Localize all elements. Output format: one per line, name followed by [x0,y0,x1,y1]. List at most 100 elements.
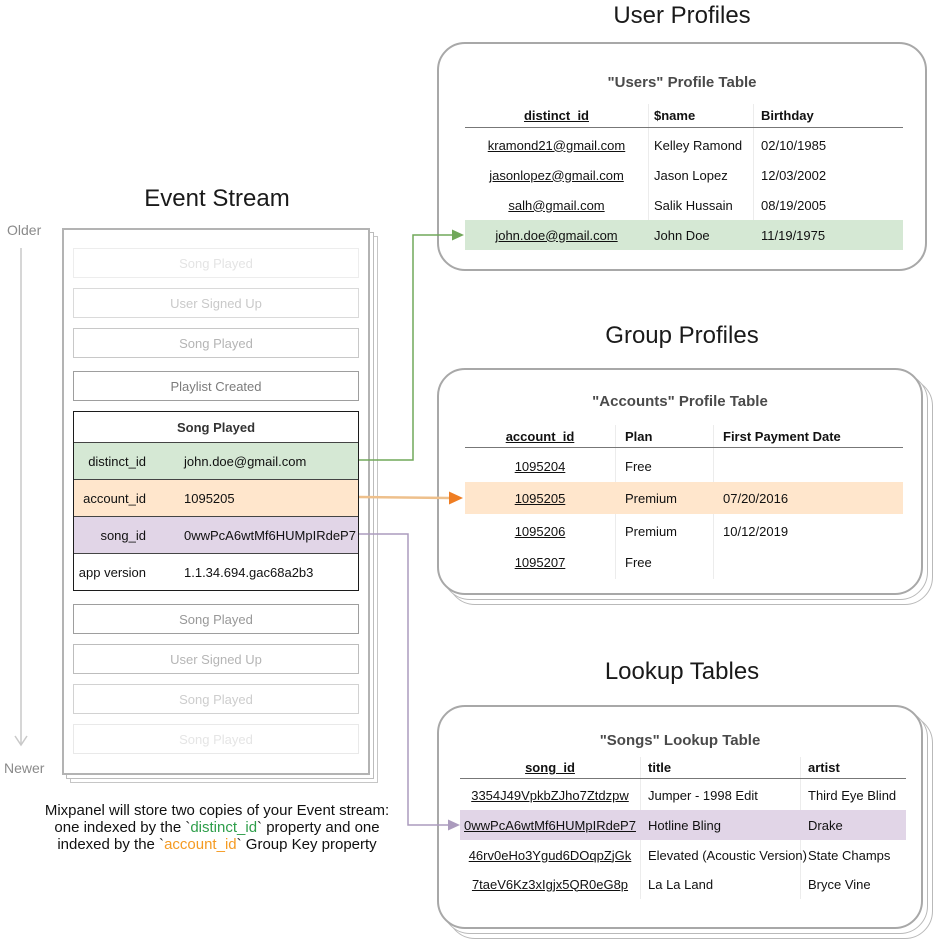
event-card-label: User Signed Up [170,295,262,311]
songs-table-header: song_id title artist [460,757,906,778]
cell-title: Hotline Bling [648,817,721,833]
cell-birthday: 12/03/2002 [761,167,827,183]
cell-distinct-id: john.doe@gmail.com [495,227,618,243]
table-row: 1095204 Free [465,450,903,482]
event-property-distinct-id: distinct_id john.doe@gmail.com [74,442,358,479]
cell-plan: Free [625,554,652,570]
event-card-label: Song Played [179,691,253,707]
cell-artist: Third Eye Blind [808,787,897,803]
event-card-song-played: Song Played [73,724,359,754]
cell-title: La La Land [648,876,714,892]
event-card-label: Song Played [179,611,253,627]
column-header-distinct-id: distinct_id [523,107,589,123]
event-card-playlist-created: Playlist Created [73,371,359,401]
column-divider [753,104,754,250]
caption-line-2: one indexed by the `distinct_id` propert… [14,819,420,836]
accounts-table: account_id Plan First Payment Date 10952… [465,425,903,579]
cell-song-id: 46rv0eHo3Ygud6DOqpZjGk [468,847,632,863]
cell-birthday: 11/19/1975 [761,227,826,243]
caption-line-1: Mixpanel will store two copies of your E… [44,802,390,819]
cell-account-id: 1095205 [514,490,566,506]
cell-name: John Doe [654,227,710,243]
event-card-label: Song Played [179,255,253,271]
caption-line-3: indexed by the `account_id` Group Key pr… [14,836,420,853]
event-card-user-signed-up: User Signed Up [73,644,359,674]
property-value: 1095205 [184,490,235,506]
property-key: song_id [100,527,146,543]
cell-artist: Drake [808,817,843,833]
accounts-table-title: "Accounts" Profile Table [592,393,768,410]
songs-table-title: "Songs" Lookup Table [599,732,761,749]
column-header-first-payment-date: First Payment Date [723,428,841,444]
cell-first-payment-date: 10/12/2019 [723,523,789,539]
event-card-label: User Signed Up [170,651,262,667]
table-row: 3354J49VpkbZJho7Ztdzpw Jumper - 1998 Edi… [460,780,906,810]
property-key: app version [78,564,146,580]
column-header-name: $name [654,107,696,123]
event-card-song-played: Song Played [73,604,359,634]
table-row-highlighted-purple: 0wwPcA6wtMf6HUMpIRdeP7 Hotline Bling Dra… [460,810,906,840]
songs-table: song_id title artist 3354J49VpkbZJho7Ztd… [460,757,906,899]
lookup-tables-title: Lookup Tables [604,658,760,685]
event-card-label: Playlist Created [170,378,262,394]
column-header-song-id: song_id [525,760,575,775]
column-header-artist: artist [808,760,840,775]
cell-artist: State Champs [808,847,891,863]
column-header-title: title [648,760,672,775]
cell-birthday: 08/19/2005 [761,197,827,213]
column-header-plan: Plan [625,428,653,444]
newer-label: Newer [4,760,45,776]
table-row: salh@gmail.com Salik Hussain 08/19/2005 [465,190,903,220]
cell-song-id: 0wwPcA6wtMf6HUMpIRdeP7 [464,817,636,833]
table-row: 1095207 Free [465,547,903,577]
users-table-header: distinct_id $name Birthday [465,104,903,126]
property-value: 0wwPcA6wtMf6HUMpIRdeP7 [184,527,356,543]
event-property-account-id: account_id 1095205 [74,479,358,516]
users-table: distinct_id $name Birthday kramond21@gma… [465,104,903,250]
cell-account-id: 1095206 [514,523,566,539]
user-profiles-title: User Profiles [613,2,751,29]
property-value: john.doe@gmail.com [184,453,307,469]
caption-distinct-id-keyword: distinct_id [190,819,258,836]
cell-plan: Free [625,458,652,474]
cell-title: Elevated (Acoustic Version) [648,847,807,863]
event-property-song-id: song_id 0wwPcA6wtMf6HUMpIRdeP7 [74,516,358,553]
table-rule [465,447,903,448]
table-row-highlighted-green: john.doe@gmail.com John Doe 11/19/1975 [465,220,903,250]
cell-birthday: 02/10/1985 [761,137,827,153]
cell-name: Salik Hussain [654,197,733,213]
accounts-profile-panel [437,368,923,595]
event-card-song-played: Song Played [73,684,359,714]
active-event-card: Song Played distinct_id john.doe@gmail.c… [73,411,359,591]
caption: Mixpanel will store two copies of your E… [14,802,420,853]
caption-account-id-keyword: account_id [164,836,237,853]
table-rule [460,778,906,779]
cell-artist: Bryce Vine [808,876,871,892]
users-table-title: "Users" Profile Table [607,74,757,91]
event-card-user-signed-up: User Signed Up [73,288,359,318]
table-row: 46rv0eHo3Ygud6DOqpZjGk Elevated (Acousti… [460,840,906,870]
accounts-table-header: account_id Plan First Payment Date [465,425,903,447]
table-row: 1095206 Premium 10/12/2019 [465,515,903,547]
cell-account-id: 1095204 [514,458,566,474]
table-rule [465,127,903,128]
event-property-app-version: app version 1.1.34.694.gac68a2b3 [74,553,358,590]
timeline-arrow [14,248,28,747]
event-card-song-played: Song Played [73,328,359,358]
column-divider [648,104,649,250]
table-row-highlighted-orange: 1095205 Premium 07/20/2016 [465,482,903,514]
event-stream-title: Event Stream [144,185,290,212]
active-event-title: Song Played [74,412,358,442]
cell-plan: Premium [625,490,678,506]
property-key: account_id [83,490,146,506]
cell-plan: Premium [625,523,678,539]
table-row: jasonlopez@gmail.com Jason Lopez 12/03/2… [465,160,903,190]
event-card-label: Song Played [179,335,253,351]
cell-account-id: 1095207 [514,554,566,570]
event-card-label: Song Played [179,731,253,747]
cell-distinct-id: kramond21@gmail.com [487,137,626,153]
caption-text: ` Group Key property [236,836,377,853]
table-row: kramond21@gmail.com Kelley Ramond 02/10/… [465,130,903,160]
cell-distinct-id: salh@gmail.com [508,197,605,213]
